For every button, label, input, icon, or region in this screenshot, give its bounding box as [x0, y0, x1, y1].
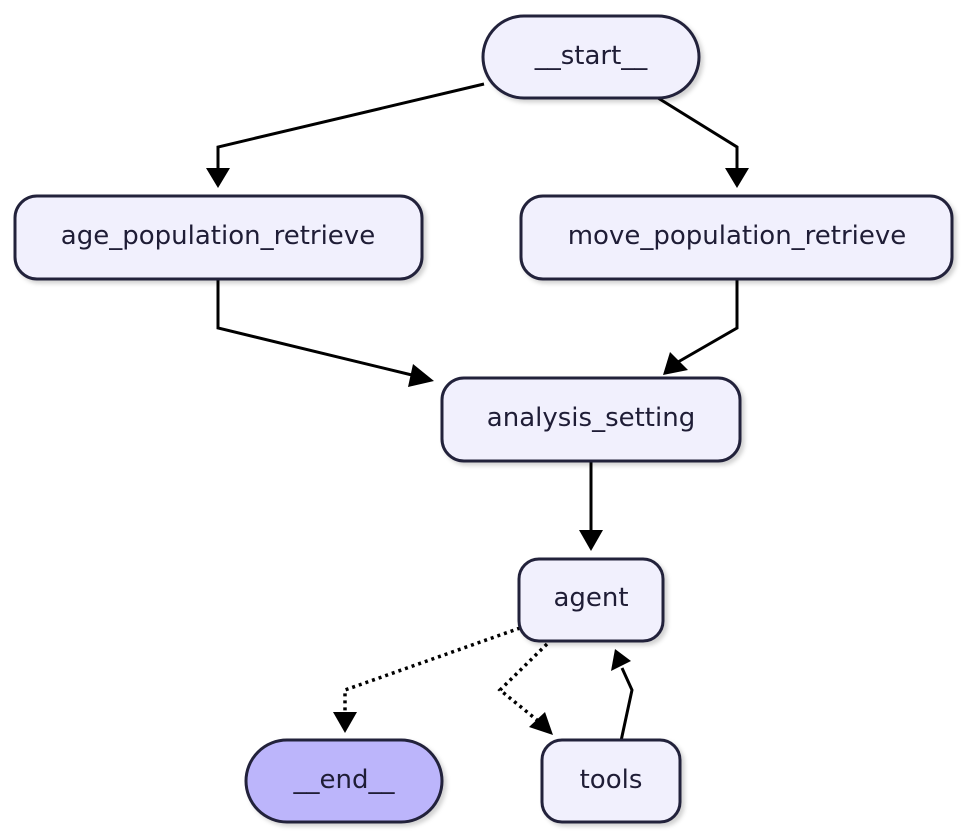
edge-start-to-move-population-retrieve [657, 96, 749, 188]
edge-agent-to-tools [497, 642, 553, 735]
node-move-population-retrieve-label: move_population_retrieve [568, 221, 907, 251]
edge-agent-to-end [333, 626, 521, 733]
nodes: __start__ age_population_retrieve move_p… [13, 14, 954, 824]
node-tools[interactable]: tools [540, 738, 682, 824]
node-start[interactable]: __start__ [481, 14, 701, 100]
node-agent-label: agent [553, 583, 628, 613]
node-age-population-retrieve-label: age_population_retrieve [61, 221, 375, 251]
edge-tools-to-agent [611, 649, 634, 742]
node-analysis-setting-label: analysis_setting [487, 403, 695, 433]
edges [206, 82, 749, 742]
node-start-label: __start__ [534, 41, 649, 71]
edge-analysis-setting-to-agent [579, 461, 603, 551]
node-end[interactable]: __end__ [244, 738, 444, 824]
node-agent[interactable]: agent [517, 557, 665, 643]
edge-move-population-retrieve-to-analysis-setting [663, 280, 739, 375]
edge-age-population-retrieve-to-analysis-setting [216, 280, 434, 387]
node-analysis-setting[interactable]: analysis_setting [440, 376, 742, 463]
node-age-population-retrieve[interactable]: age_population_retrieve [13, 194, 424, 281]
node-tools-label: tools [580, 765, 643, 795]
node-move-population-retrieve[interactable]: move_population_retrieve [519, 194, 954, 281]
edge-start-to-age-population-retrieve [206, 82, 485, 188]
node-end-label: __end__ [293, 765, 396, 795]
